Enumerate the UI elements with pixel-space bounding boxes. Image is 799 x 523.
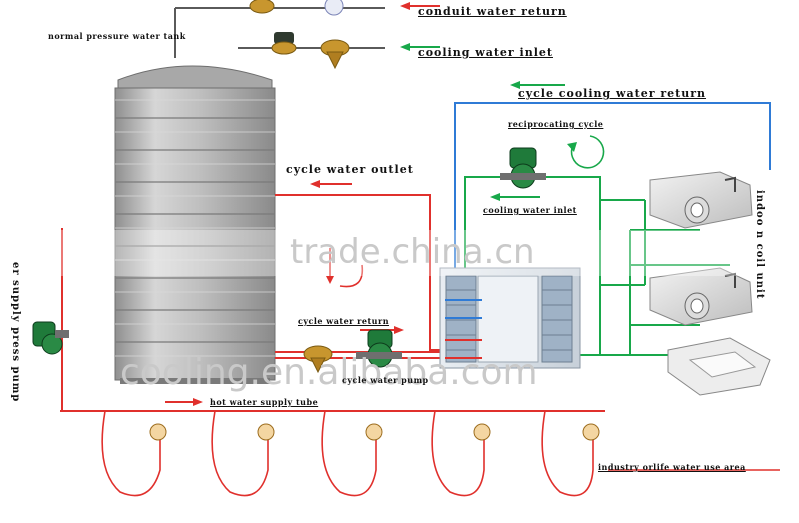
arrow-cooling-inlet <box>400 43 440 51</box>
cycle-cooling-return-pipe <box>454 102 771 352</box>
label-hot-water-supply-tube: hot water supply tube <box>210 397 319 407</box>
watermark-band <box>0 230 799 276</box>
pump-icon <box>500 147 546 189</box>
fan-coil-unit-icon <box>649 267 753 326</box>
water-tank-icon <box>114 65 276 384</box>
label-indoor-coil-unit: indoo n coil unit <box>754 190 765 300</box>
arrow-hot-water-supply <box>165 398 203 406</box>
valve-icon <box>249 0 344 16</box>
label-conduit-water-return: conduit water return <box>418 5 567 18</box>
label-cycle-water-pump: cycle water pump <box>342 375 429 385</box>
fan-coil-unit-icon <box>649 171 753 229</box>
arrow-cycle-water-outlet <box>310 180 352 188</box>
watermark-brand: cooling.en.alibaba.com <box>120 352 538 393</box>
return-cycle-arrow <box>326 248 364 288</box>
label-industry-life-water-use-area: industry orlife water use area <box>598 462 746 472</box>
cycle-water-outlet-pipe <box>275 194 445 351</box>
pump-icon <box>32 321 69 355</box>
valve-icon <box>271 32 297 55</box>
watermark-site: trade.china.cn <box>290 232 535 272</box>
label-water-supply-press-pump: er supply press pump <box>10 262 21 403</box>
label-cooling-water-inlet-top: cooling water inlet <box>418 46 553 59</box>
pump-icon <box>356 329 402 368</box>
label-cooling-water-inlet-mid: cooling water inlet <box>483 205 577 215</box>
arrow-cooling-inlet-mid <box>490 193 540 201</box>
filter-icon <box>320 39 350 70</box>
label-reciprocating-cycle: reciprocating cycle <box>508 119 604 129</box>
unit-pipe-stubs <box>445 299 482 359</box>
ceiling-cassette-icon <box>667 337 771 396</box>
showerhead-icon <box>149 423 600 441</box>
arrow-cycle-cooling-return <box>510 81 565 89</box>
chilled-water-loop <box>464 176 730 356</box>
label-normal-pressure-water-tank: normal pressure water tank <box>48 31 186 41</box>
label-cycle-water-outlet: cycle water outlet <box>286 163 414 176</box>
arrow-conduit-return <box>400 2 440 10</box>
label-cycle-water-return: cycle water return <box>298 316 390 326</box>
conduit-return-pipe <box>174 7 385 58</box>
label-cycle-cooling-water-return: cycle cooling water return <box>518 87 707 100</box>
filter-icon <box>303 345 333 374</box>
shower-drops <box>101 410 594 497</box>
reciprocating-cycle-arrow <box>567 135 605 169</box>
